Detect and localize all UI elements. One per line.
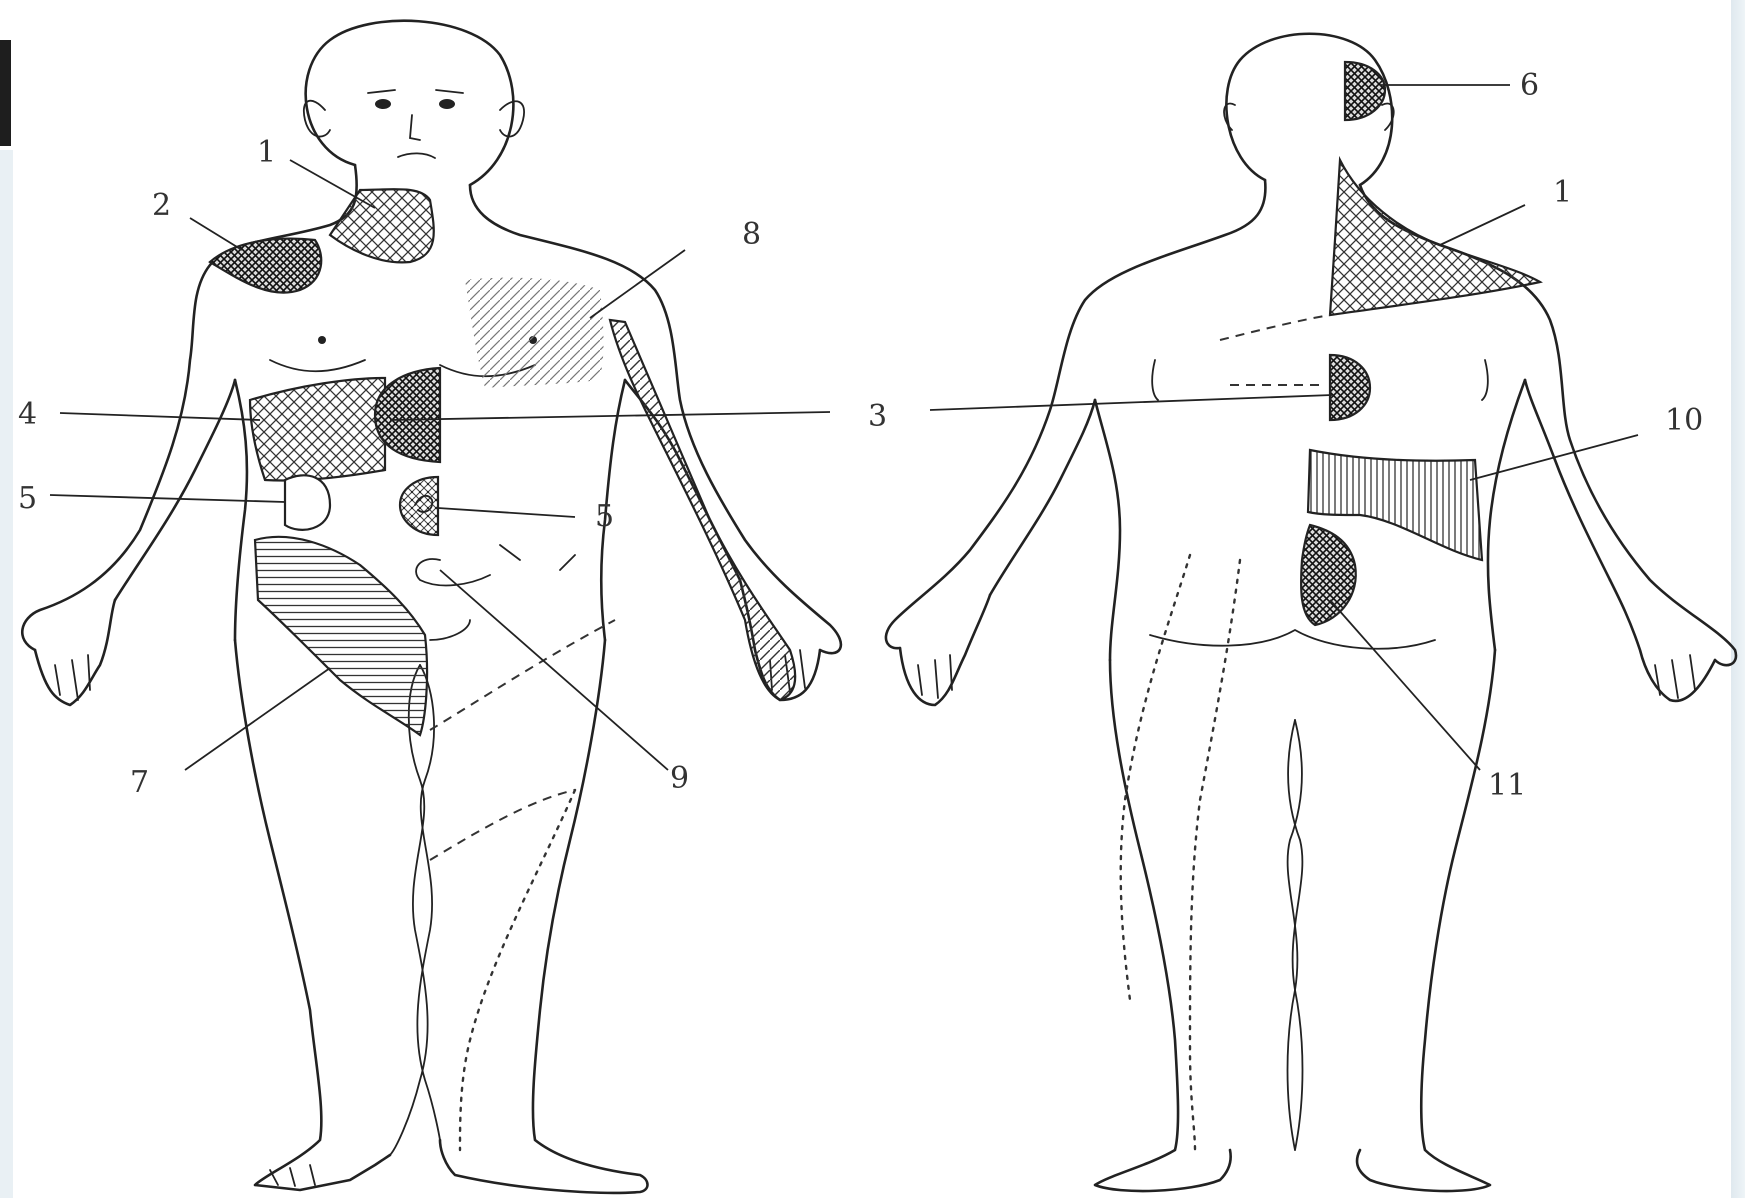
- label-5-front-right: 5: [595, 499, 614, 534]
- front-legs: [235, 640, 390, 1190]
- front-region-9-hook: [416, 545, 575, 585]
- label-5-front-left: 5: [18, 481, 37, 516]
- label-1-back: 1: [1553, 175, 1572, 210]
- label-10-back: 10: [1665, 403, 1703, 438]
- front-figure: [22, 21, 841, 1193]
- label-6-back: 6: [1520, 68, 1539, 103]
- front-region-8-chest: [465, 278, 604, 388]
- label-3-center: 3: [868, 399, 887, 434]
- back-region-3-midback: [1330, 355, 1370, 420]
- back-figure: [886, 34, 1736, 1191]
- label-8-front: 8: [742, 217, 761, 252]
- label-7-front: 7: [130, 765, 149, 800]
- label-9-front: 9: [670, 761, 689, 796]
- front-region-4-abdomen: [250, 378, 385, 481]
- label-2-front: 2: [152, 188, 171, 223]
- label-11-back: 11: [1488, 768, 1526, 803]
- front-head: [306, 21, 514, 185]
- label-4-front: 4: [18, 397, 37, 432]
- front-region-7-groin: [255, 537, 427, 735]
- front-region-5-small-circle: [285, 475, 330, 530]
- back-torso-outline: [886, 180, 1265, 648]
- front-region-arm-strip: [610, 320, 795, 700]
- front-region-1-neck: [330, 189, 434, 262]
- back-region-11-buttock: [1301, 525, 1356, 625]
- front-region-2-shoulder: [210, 239, 321, 293]
- label-1-front: 1: [257, 135, 276, 170]
- back-region-6-head: [1345, 62, 1385, 120]
